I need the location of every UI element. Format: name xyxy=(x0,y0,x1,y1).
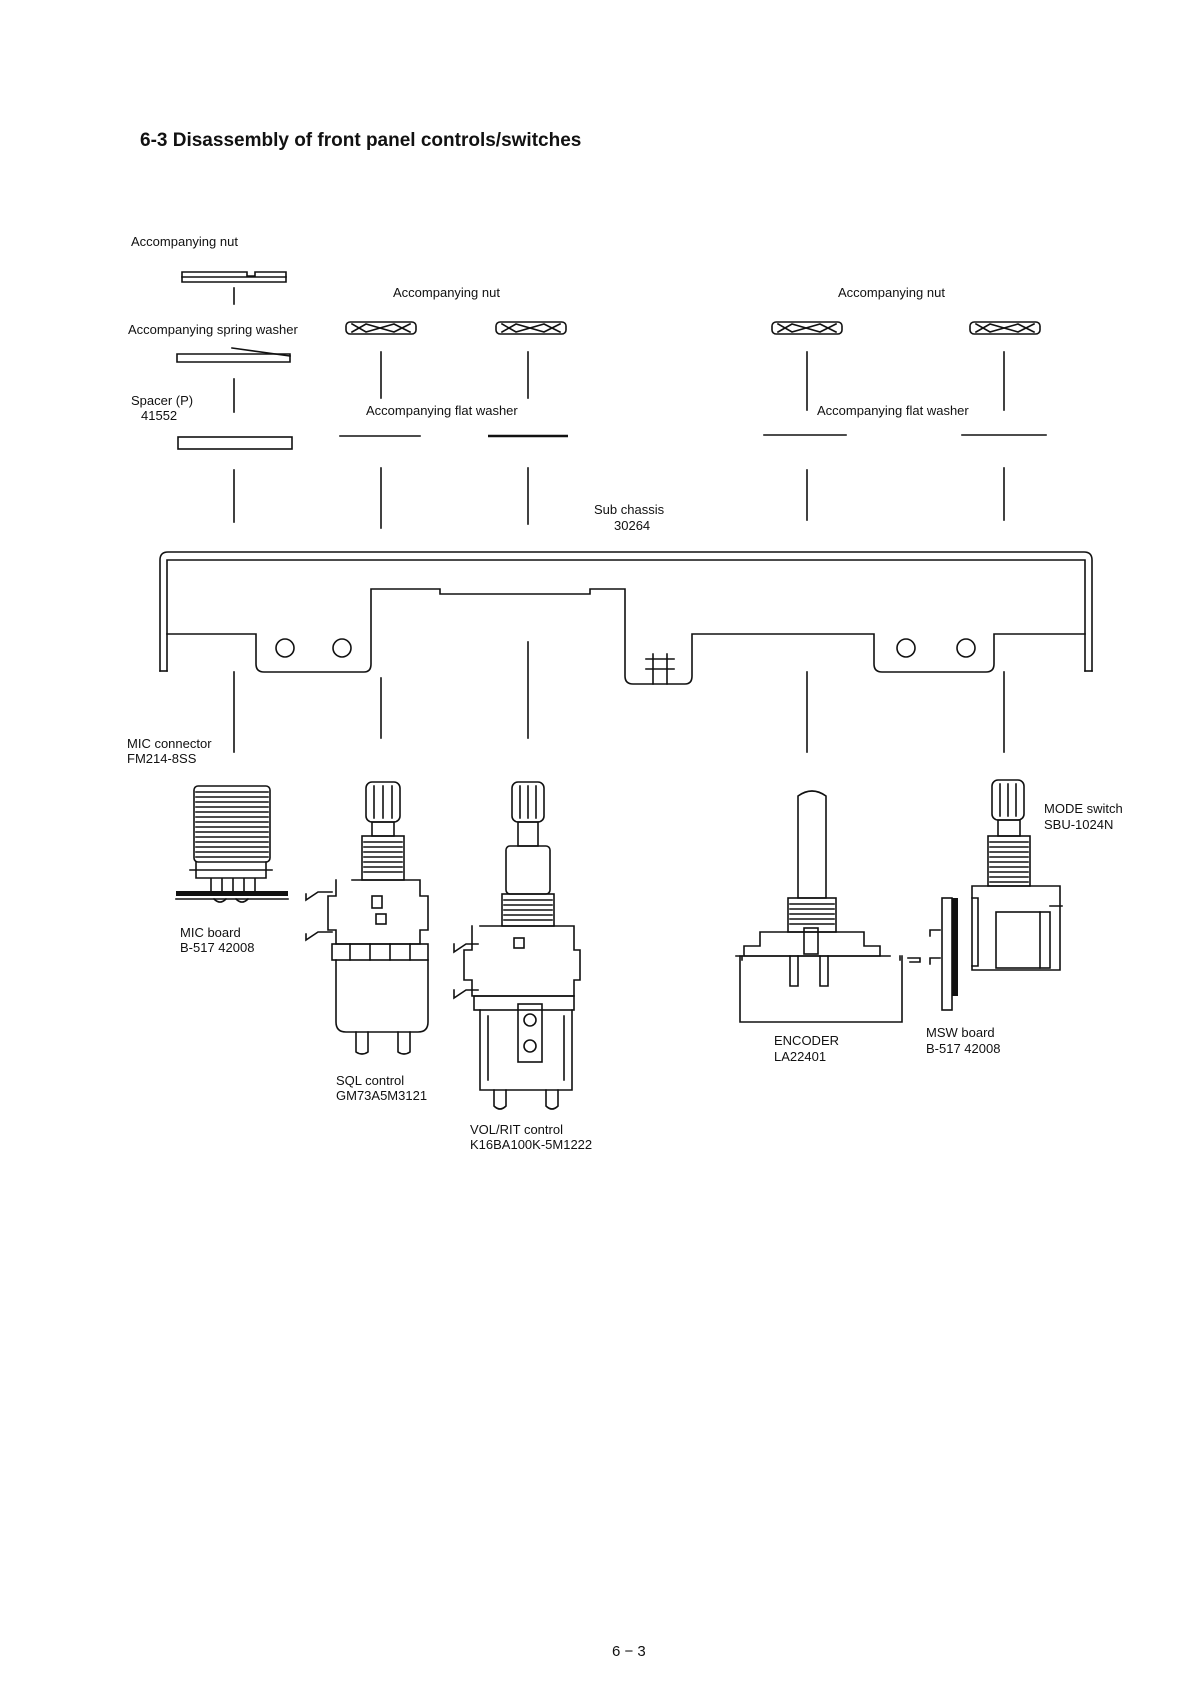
nut-mic xyxy=(181,271,287,283)
label-flat-washer-right: Accompanying flat washer xyxy=(817,403,969,418)
volrit-control xyxy=(453,781,581,1110)
label-flat-washer-left: Accompanying flat washer xyxy=(366,403,518,418)
label-sub-chassis: Sub chassis xyxy=(594,502,665,517)
spring-washer-mic xyxy=(176,347,291,363)
label-spacer-part: 41552 xyxy=(141,408,177,423)
label-mic-connector-part: FM214-8SS xyxy=(127,751,197,766)
label-msw-board-part: B-517 42008 xyxy=(926,1041,1000,1056)
label-encoder-part: LA22401 xyxy=(774,1049,826,1064)
label-mic-connector: MIC connector xyxy=(127,736,212,751)
label-mode-switch: MODE switch xyxy=(1044,801,1123,816)
section-title: 6-3 Disassembly of front panel controls/… xyxy=(140,130,581,151)
mode-switch xyxy=(929,779,1063,1011)
sql-control xyxy=(305,781,429,1055)
label-sql-control: SQL control xyxy=(336,1073,404,1088)
mic-connector xyxy=(175,785,289,903)
label-volrit-part: K16BA100K-5M1222 xyxy=(470,1137,592,1152)
label-encoder: ENCODER xyxy=(774,1033,839,1048)
label-mode-part: SBU-1024N xyxy=(1044,817,1113,832)
page-number: 6 − 3 xyxy=(612,1643,646,1660)
label-sub-chassis-part: 30264 xyxy=(614,518,650,533)
label-volrit-control: VOL/RIT control xyxy=(470,1122,563,1137)
sub-chassis xyxy=(159,551,1093,685)
label-mic-board: MIC board xyxy=(180,925,241,940)
label-spring-washer: Accompanying spring washer xyxy=(128,322,298,337)
label-accompanying-nut-left: Accompanying nut xyxy=(393,285,500,300)
nut-sql xyxy=(345,321,417,335)
label-accompanying-nut-right: Accompanying nut xyxy=(838,285,945,300)
nut-encoder xyxy=(771,321,843,335)
label-msw-board: MSW board xyxy=(926,1025,995,1040)
label-spacer: Spacer (P) xyxy=(131,393,193,408)
spacer-p xyxy=(177,436,293,450)
encoder xyxy=(735,790,921,1023)
label-sql-part: GM73A5M3121 xyxy=(336,1088,427,1103)
label-accompanying-nut-mic: Accompanying nut xyxy=(131,234,238,249)
nut-vol xyxy=(495,321,567,335)
label-mic-board-part: B-517 42008 xyxy=(180,940,254,955)
nut-mode xyxy=(969,321,1041,335)
